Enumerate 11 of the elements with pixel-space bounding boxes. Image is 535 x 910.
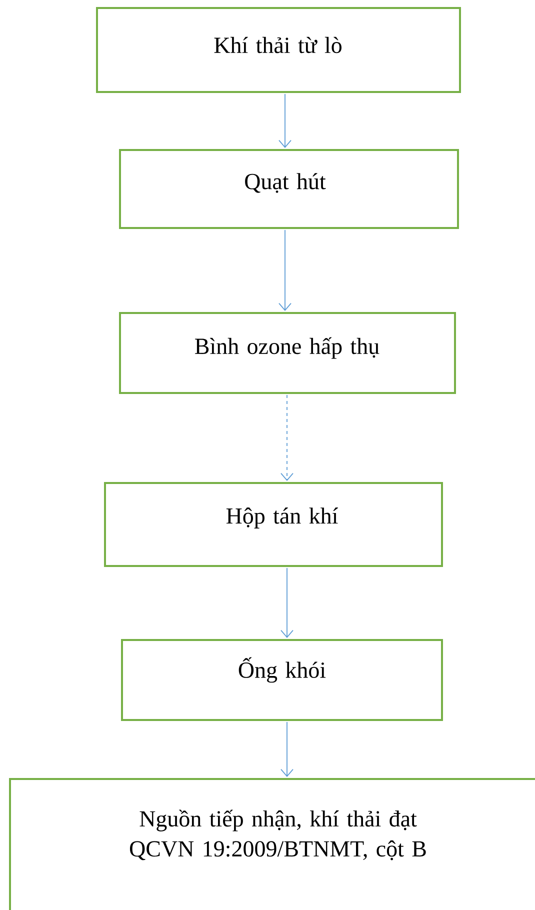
process-box: Nguồn tiếp nhận, khí thải đạt QCVN 19:2009/BTNMT, cột B <box>9 778 535 910</box>
process-box: Quạt hút <box>119 149 459 229</box>
arrow <box>278 230 292 311</box>
arrow <box>280 568 294 638</box>
arrow <box>278 94 292 148</box>
process-box: Ống khói <box>121 639 443 721</box>
process-box: Khí thải từ lò <box>96 7 461 93</box>
process-box: Bình ozone hấp thụ <box>119 312 456 394</box>
process-box: Hộp tán khí <box>104 482 443 567</box>
arrow <box>280 722 294 777</box>
arrow <box>280 394 294 481</box>
